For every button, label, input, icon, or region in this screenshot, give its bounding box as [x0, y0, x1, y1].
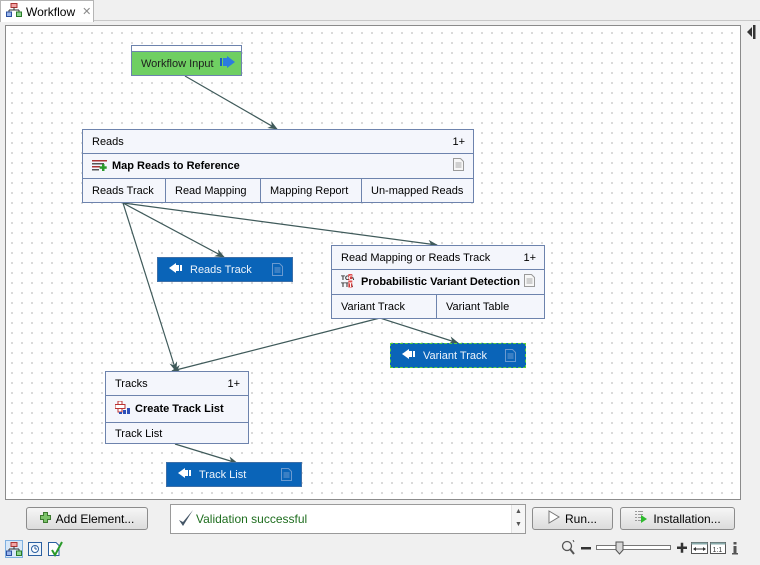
output-node-label: Reads Track: [190, 263, 252, 276]
map-reads-title-row[interactable]: Map Reads to Reference: [83, 154, 473, 179]
svg-text:C: C: [349, 275, 354, 282]
create-track-list-outputs: Track List: [106, 423, 248, 444]
input-count: 1+: [227, 377, 240, 390]
tab-workflow[interactable]: Workflow ✕: [0, 0, 94, 22]
create-track-list-input-row[interactable]: Tracks 1+: [106, 372, 248, 396]
workflow-input-bar: Workflow Input: [132, 51, 241, 75]
variant-detection-outputs: Variant Track Variant Table: [332, 295, 544, 319]
workflow-input-node[interactable]: Workflow Input: [131, 45, 242, 76]
zoom-in-icon[interactable]: [676, 540, 688, 556]
output-port-unmapped-reads[interactable]: Un-mapped Reads: [371, 185, 464, 197]
right-arrow-icon: [219, 56, 236, 71]
output-node-label: Track List: [199, 468, 247, 481]
variant-detection-title: Probabilistic Variant Detection: [361, 276, 520, 288]
installation-button[interactable]: Installation...: [620, 507, 735, 530]
input-label: Tracks: [115, 377, 148, 390]
play-icon: [548, 510, 560, 527]
map-reads-node[interactable]: Reads 1+ Map Reads to Reference Reads Tr…: [82, 129, 474, 203]
output-node-label: Variant Track: [423, 349, 487, 362]
validation-status-text: Validation successful: [196, 512, 308, 526]
output-node-variant-track[interactable]: Variant Track: [390, 343, 526, 368]
output-arrow-icon: [178, 468, 192, 481]
run-button[interactable]: Run...: [532, 507, 613, 530]
output-port-variant-track[interactable]: Variant Track: [332, 295, 437, 319]
history-view-icon[interactable]: [27, 541, 43, 557]
svg-text:T: T: [349, 282, 353, 288]
installation-label: Installation...: [653, 511, 721, 526]
document-icon[interactable]: [453, 158, 464, 174]
create-track-list-node[interactable]: Tracks 1+ Create Track List Track List: [105, 371, 249, 444]
actual-size-icon[interactable]: 1:1: [710, 540, 727, 556]
create-track-list-title-row[interactable]: Create Track List: [106, 396, 248, 423]
info-icon[interactable]: [731, 540, 739, 556]
output-arrow-icon: [169, 263, 183, 276]
variant-detection-input-row[interactable]: Read Mapping or Reads Track 1+: [332, 246, 544, 270]
output-arrow-icon: [402, 349, 416, 362]
input-count: 1+: [523, 251, 536, 264]
map-reads-outputs: Reads Track Read Mapping Mapping Report …: [83, 179, 473, 203]
validation-view-icon[interactable]: [47, 541, 63, 558]
map-reads-input-row[interactable]: Reads 1+: [83, 130, 473, 154]
input-label: Reads: [92, 135, 124, 148]
output-node-track-list[interactable]: Track List: [166, 462, 302, 487]
zoom-out-icon[interactable]: [580, 540, 592, 556]
document-icon[interactable]: [272, 263, 283, 279]
workflow-view-icon[interactable]: [5, 540, 23, 558]
create-track-list-icon: [114, 400, 131, 418]
svg-text:1:1: 1:1: [713, 547, 723, 554]
tab-label: Workflow: [26, 4, 76, 19]
installation-icon: [634, 510, 648, 527]
tab-strip: Workflow ✕: [0, 0, 760, 22]
create-track-list-title: Create Track List: [135, 403, 224, 415]
input-count: 1+: [452, 135, 465, 148]
plus-icon: [39, 511, 51, 526]
output-node-reads-track[interactable]: Reads Track: [157, 257, 293, 282]
workflow-icon: [6, 3, 22, 20]
variant-detection-title-row[interactable]: TCA TTA C T Probabilistic Variant Detect…: [332, 270, 544, 295]
variant-detection-node[interactable]: Read Mapping or Reads Track 1+ TCA TTA C…: [331, 245, 545, 319]
checkmark-icon: [178, 510, 194, 531]
input-label: Read Mapping or Reads Track: [341, 251, 491, 264]
variant-detection-icon: TCA TTA C T: [341, 273, 357, 291]
document-icon[interactable]: [505, 349, 516, 365]
workflow-input-label: Workflow Input: [141, 57, 214, 70]
add-element-label: Add Element...: [55, 511, 135, 526]
output-port-mapping-report[interactable]: Mapping Report: [261, 179, 362, 203]
document-icon[interactable]: [524, 274, 535, 290]
output-port-variant-table[interactable]: Variant Table: [446, 301, 510, 313]
zoom-tool-icon[interactable]: [561, 539, 579, 556]
output-port-reads-track[interactable]: Reads Track: [83, 179, 166, 203]
map-reads-icon: [92, 159, 108, 174]
add-element-button[interactable]: Add Element...: [26, 507, 148, 530]
map-reads-title: Map Reads to Reference: [112, 160, 240, 172]
fit-width-icon[interactable]: [691, 540, 709, 556]
close-icon[interactable]: ✕: [82, 6, 92, 18]
run-label: Run...: [564, 511, 597, 526]
validation-status-box: Validation successful ▲ ▼: [170, 504, 526, 534]
svg-text:TTA: TTA: [341, 282, 353, 288]
document-icon[interactable]: [281, 468, 292, 484]
output-port-read-mapping[interactable]: Read Mapping: [166, 179, 261, 203]
collapse-side-panel-icon[interactable]: [745, 25, 757, 39]
output-port-track-list[interactable]: Track List: [115, 427, 163, 440]
svg-text:TCA: TCA: [341, 275, 355, 282]
zoom-slider[interactable]: [596, 540, 672, 556]
status-scrollbar[interactable]: ▲ ▼: [511, 505, 525, 533]
